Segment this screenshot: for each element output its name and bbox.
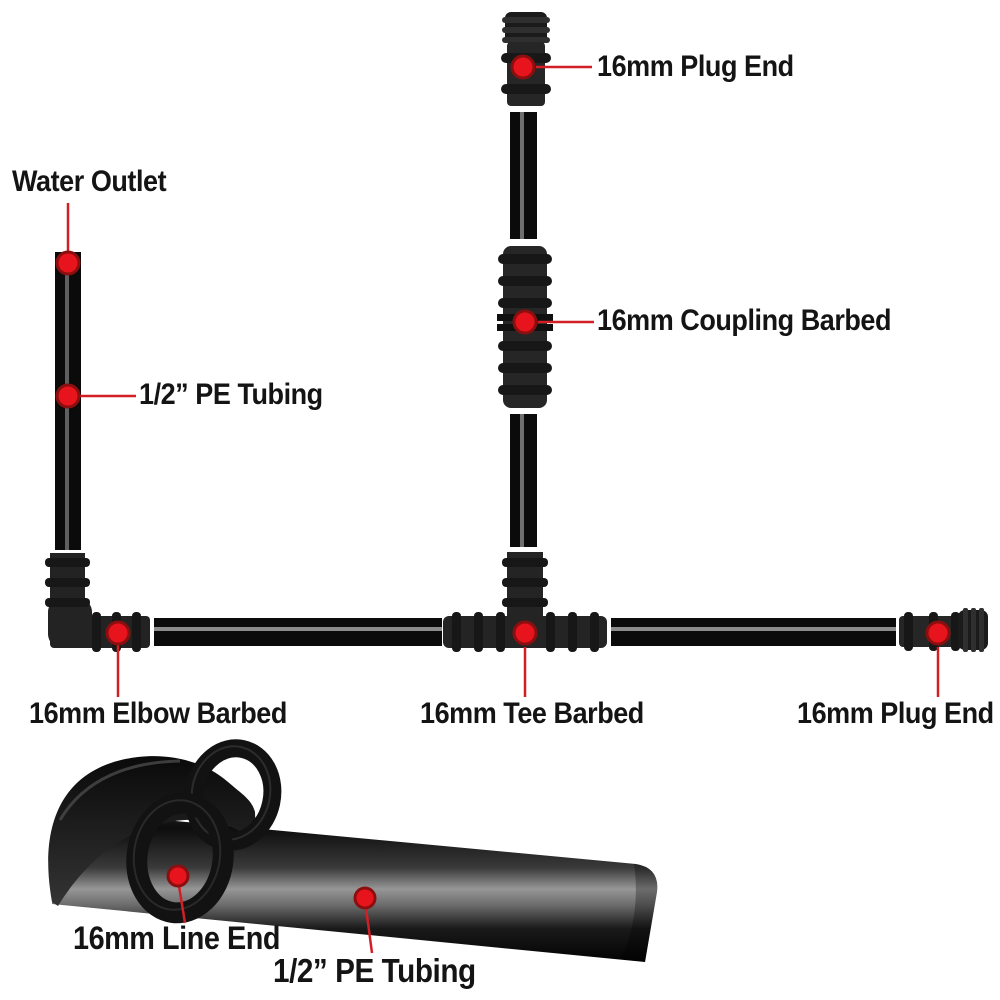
marker-dot	[925, 620, 951, 646]
marker-dot	[512, 620, 538, 646]
marker-dot	[166, 864, 190, 888]
label-water-outlet: Water Outlet	[12, 165, 167, 198]
label-plug-end-right: 16mm Plug End	[797, 697, 994, 730]
label-elbow-barbed: 16mm Elbow Barbed	[29, 697, 287, 730]
callout-line	[364, 907, 374, 954]
label-line-end: 16mm Line End	[73, 920, 280, 956]
callout-markers	[55, 54, 951, 910]
elbow-barbed-fitting	[45, 553, 150, 652]
photo-folded-tube-end	[48, 756, 256, 906]
riser-tube-upper-segment	[510, 112, 537, 239]
marker-dot	[510, 54, 536, 80]
top-plug-end-fitting	[501, 12, 551, 106]
photo-pe-tubing	[52, 810, 658, 962]
label-plug-end-top: 16mm Plug End	[597, 50, 794, 83]
label-coupling-barbed: 16mm Coupling Barbed	[597, 304, 892, 337]
marker-dot	[55, 383, 81, 409]
marker-dot	[353, 886, 377, 910]
callout-lines	[66, 65, 940, 954]
marker-dot	[55, 250, 81, 276]
main-line-left-segment	[154, 618, 442, 646]
label-pe-tubing-left: 1/2” PE Tubing	[139, 378, 323, 411]
riser-tube-lower-segment	[510, 414, 537, 547]
marker-dot	[105, 620, 131, 646]
label-pe-tubing-bottom: 1/2” PE Tubing	[273, 952, 476, 989]
label-tee-barbed: 16mm Tee Barbed	[420, 697, 644, 730]
main-line-right-segment	[611, 618, 896, 646]
marker-dot	[512, 309, 538, 335]
photo-line-end-clamp	[126, 739, 282, 924]
callout-line	[177, 885, 187, 924]
